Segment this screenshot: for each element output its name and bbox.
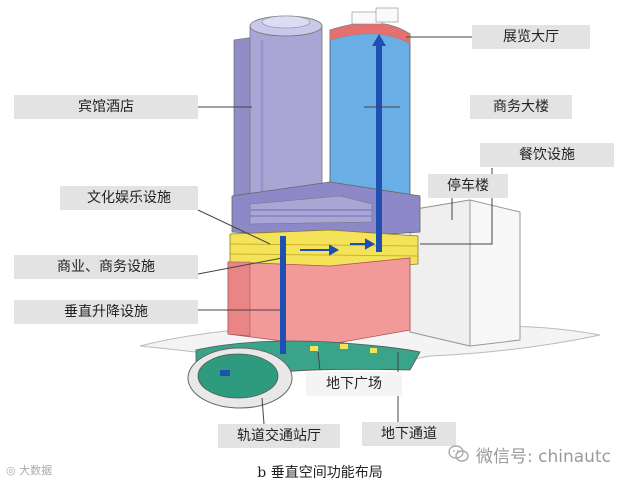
lift-arrow-head: [372, 34, 386, 46]
label-underground-passage: 地下通道: [362, 422, 456, 446]
label-catering: 餐饮设施: [480, 143, 614, 167]
leader-lines: [197, 36, 493, 425]
label-transit-station: 轨道交通站厅: [218, 424, 340, 448]
label-parking: 停车楼: [428, 174, 508, 198]
watermark-text: 微信号: chinautc: [476, 446, 611, 467]
lift-shaft-right: [376, 40, 382, 252]
corner-logo: ◎ 大数据: [6, 464, 53, 477]
entertainment-levels: [231, 181, 421, 239]
figure-caption: b 垂直空间功能布局: [257, 465, 383, 481]
label-entertainment: 文化娱乐设施: [60, 186, 198, 210]
lift-shaft-left: [280, 236, 286, 354]
label-office-tower: 商务大楼: [470, 95, 572, 119]
label-underground-plaza: 地下广场: [306, 372, 402, 396]
office-tower: [329, 7, 411, 210]
underground-level: [187, 340, 421, 409]
wechat-icon: [448, 445, 469, 462]
label-hotel: 宾馆酒店: [14, 95, 198, 119]
label-vertical-lift: 垂直升降设施: [14, 300, 198, 324]
wechat-watermark: 微信号: chinautc: [448, 441, 611, 467]
circulation-arrows: [300, 238, 376, 256]
logo-text: 大数据: [19, 464, 53, 477]
label-commercial: 商业、商务设施: [14, 255, 198, 279]
label-exhibition-hall: 展览大厅: [472, 25, 590, 49]
hotel-tower: [233, 15, 323, 219]
commercial-podium: [227, 257, 411, 347]
parking-building: [409, 199, 521, 347]
